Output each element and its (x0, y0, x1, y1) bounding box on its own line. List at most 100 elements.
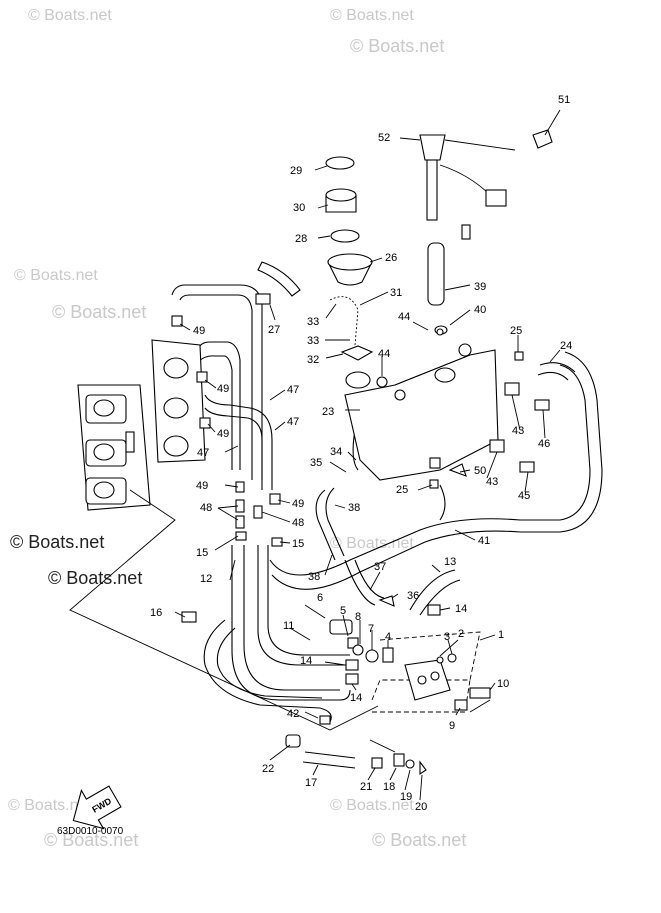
callout-15b: 15 (292, 538, 304, 550)
part-52-wire-2 (439, 164, 491, 196)
callout-24: 24 (560, 340, 572, 352)
callout-5: 5 (340, 605, 346, 617)
part-45-bolt (519, 461, 535, 473)
callout-25b: 25 (396, 484, 408, 496)
part-26-rim (327, 253, 373, 271)
callout-8: 8 (355, 611, 361, 623)
diagram-code: 63D0010-0070 (57, 826, 124, 837)
hoses (171, 284, 603, 769)
tank-boss (458, 343, 472, 357)
part-42-clip (319, 715, 331, 725)
part-52-wire (444, 139, 516, 151)
part-27-buckle (255, 293, 271, 305)
hose-12-b (243, 545, 340, 691)
callout-31: 31 (390, 287, 402, 299)
callout-19: 19 (400, 791, 412, 803)
callout-23: 23 (322, 406, 334, 418)
outline-left (69, 489, 379, 731)
hose-41-lower (439, 484, 446, 521)
outline-bottom (369, 739, 396, 753)
callout-12: 12 (200, 573, 212, 585)
tank-bracket (429, 457, 441, 469)
hose-17-a (304, 751, 356, 759)
callout-16: 16 (150, 607, 162, 619)
watermark-1: © Boats.net (28, 7, 112, 24)
callout-3: 3 (444, 631, 450, 643)
part-20-clip (419, 760, 427, 776)
carb-fitting (125, 431, 135, 453)
callout-49b: 49 (217, 383, 229, 395)
callout-2: 2 (458, 628, 464, 640)
hose-11-a (257, 545, 350, 666)
hose-13-a (409, 569, 456, 611)
fwd-arrow: FWD (72, 785, 122, 830)
hose-41-b (271, 351, 603, 590)
watermark-8: © Boats.net (330, 535, 414, 552)
part-4-o-ring (382, 647, 394, 663)
hose-47-outer-b (179, 294, 253, 480)
callout-43b: 43 (486, 476, 498, 488)
callout-30: 30 (293, 202, 305, 214)
part-44-washer (436, 328, 444, 336)
callout-32: 32 (307, 354, 319, 366)
assembly-outline-lines (69, 489, 491, 753)
callout-10: 10 (497, 678, 509, 690)
callout-21: 21 (360, 781, 372, 793)
tank-edge (394, 354, 471, 386)
callout-15a: 15 (196, 547, 208, 559)
callout-14c: 14 (350, 692, 362, 704)
hose-24-b (537, 371, 569, 381)
filler-cap-stack (325, 156, 373, 286)
part-30-top (325, 188, 357, 202)
callout-22: 22 (262, 763, 274, 775)
callout-46: 46 (538, 438, 550, 450)
part-44-nut (376, 376, 388, 388)
part-22-joint (285, 734, 301, 748)
callout-26: 26 (385, 252, 397, 264)
carb-bore-3 (93, 481, 115, 499)
fitting-49-a (171, 315, 183, 327)
hose-37-a (344, 559, 376, 606)
hose-13-b (419, 579, 461, 616)
watermark-10: © Boats.net (44, 830, 138, 850)
callout-47b: 47 (287, 416, 299, 428)
carb-bore-1 (93, 399, 115, 417)
part-14-clip-b (427, 604, 441, 616)
part-3-washer (436, 656, 444, 664)
part-43-grommet-b (489, 439, 505, 453)
part-9-screw (454, 699, 468, 711)
watermark-5: © Boats.net (52, 302, 146, 322)
watermark-4: © Boats.net (14, 267, 98, 284)
callout-50: 50 (474, 465, 486, 477)
callout-35: 35 (310, 457, 322, 469)
callout-49e: 49 (292, 498, 304, 510)
part-10-fitting (469, 687, 491, 699)
fitting-15-a (235, 531, 247, 541)
callout-51: 51 (558, 94, 570, 106)
part-52-connector (485, 189, 507, 207)
callout-7: 7 (368, 623, 374, 635)
callout-11: 11 (283, 620, 294, 632)
callout-20: 20 (415, 801, 427, 813)
hose-47-low-a (204, 394, 273, 490)
callout-47a: 47 (287, 384, 299, 396)
part-52-stem (426, 159, 438, 221)
callout-4: 4 (385, 631, 391, 643)
watermarks: © Boats.net © Boats.net © Boats.net © Bo… (8, 7, 466, 850)
callout-14a: 14 (455, 603, 467, 615)
part-36-clip (378, 595, 395, 607)
hose-11-b (267, 545, 350, 656)
manifold-port-1 (163, 357, 189, 379)
watermark-11: © Boats.net (330, 797, 414, 814)
fasteners-right (376, 328, 550, 489)
part-19-washer (405, 759, 415, 769)
callout-25a: 25 (510, 325, 522, 337)
pump-port-2 (430, 671, 440, 681)
tank-filler-neck (345, 371, 371, 389)
callout-44a: 44 (398, 311, 410, 323)
part-28-gasket (330, 229, 360, 243)
callout-29: 29 (290, 165, 302, 177)
fitting-49-c (199, 417, 211, 429)
callout-33a: 33 (307, 316, 319, 328)
fitting-48-c (253, 505, 263, 519)
